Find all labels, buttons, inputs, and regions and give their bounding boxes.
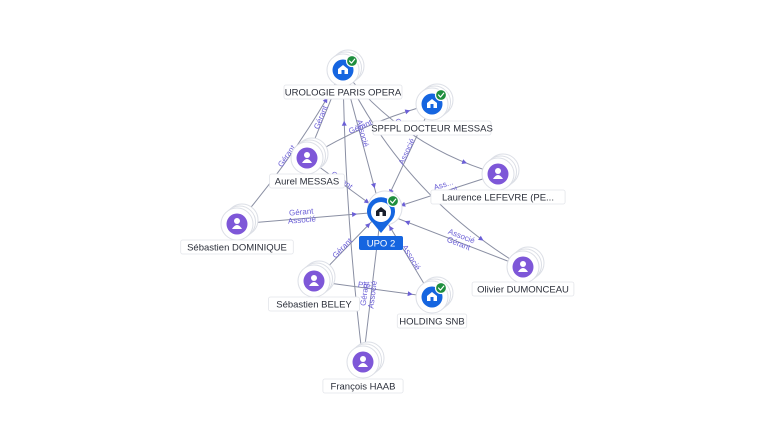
person-icon-head	[234, 218, 240, 224]
verified-check-icon	[386, 194, 400, 208]
node-label-background	[322, 378, 404, 394]
center-building-icon	[376, 207, 386, 216]
center-node-label: UPO 2	[367, 239, 396, 250]
edge-urologie-to-olivier	[342, 69, 524, 268]
node-label-background	[430, 189, 566, 205]
edge-label-associe-sebdom: Associé	[288, 214, 317, 225]
building-icon	[427, 292, 437, 301]
edge-arrow-sebbeley	[365, 222, 371, 229]
edge-arrow-sebdom	[351, 211, 358, 217]
verified-check-icon	[434, 281, 448, 295]
node-olivier-dumonceau[interactable]: Olivier DUMONCEAU	[471, 246, 575, 297]
person-icon-head	[304, 152, 310, 158]
node-label-background	[268, 296, 360, 312]
edge-label-associe-francois: Associé	[366, 280, 378, 309]
node-sebastien-dominique[interactable]: Sébastien DOMINIQUE	[180, 203, 294, 255]
edge-arrow-urologie	[461, 159, 468, 164]
edge-arrow-urologie	[371, 182, 376, 189]
nodes-layer: UROLOGIE PARIS OPERA SPFPL DOCTEUR MESSAS…	[180, 49, 575, 394]
person-icon-body	[358, 363, 368, 367]
person-icon-head	[520, 261, 526, 267]
edge-label-associe-holding: Associé	[400, 243, 422, 272]
center-label-background	[359, 236, 403, 250]
building-door	[341, 70, 345, 74]
edge-label-gerant-francois: Gérant	[359, 280, 371, 306]
node-label-background	[283, 84, 403, 100]
edge-arrow-aurel	[404, 109, 411, 115]
person-icon-head	[495, 168, 501, 174]
node-label-background	[269, 173, 345, 189]
verified-check-icon	[345, 54, 359, 68]
node-label: Aurel MESSAS	[275, 177, 339, 188]
edge-arrow-olivier	[404, 220, 411, 226]
edge-label-gerant-sebdom: Gérant	[289, 207, 315, 218]
person-icon-body	[309, 282, 319, 286]
building-icon	[338, 65, 348, 74]
node-label-background	[180, 239, 294, 255]
person-icon-body	[493, 175, 503, 179]
building-icon	[427, 99, 437, 108]
person-icon-body	[232, 225, 242, 229]
edge-arrow-francois	[341, 120, 347, 126]
edge-arrow-urologie	[478, 235, 484, 241]
node-sebastien-beley[interactable]: Sébastien BELEY	[268, 260, 360, 312]
building-door	[430, 297, 434, 301]
edge-label-pre-sebbeley: Pré...	[357, 280, 377, 291]
node-label: HOLDING SNB	[399, 317, 464, 328]
node-label: UROLOGIE PARIS OPERA	[285, 88, 402, 99]
person-icon-head	[311, 275, 317, 281]
node-label-background	[471, 281, 575, 297]
node-label: Sébastien BELEY	[276, 300, 352, 311]
person-icon-head	[360, 356, 366, 362]
node-label: Sébastien DOMINIQUE	[187, 243, 287, 254]
edge-arrow-sebbeley	[407, 291, 413, 297]
edge-label-associe-spfpl: Associé	[397, 136, 417, 166]
node-urologie-paris-opera[interactable]: UROLOGIE PARIS OPERA	[283, 49, 403, 100]
node-laurence-lefevre-pe[interactable]: Laurence LEFEVRE (PE...	[430, 153, 566, 205]
node-label: Olivier DUMONCEAU	[477, 285, 569, 296]
node-label-background	[372, 120, 492, 136]
edge-label-gerant-aurel: Gérant	[312, 104, 330, 131]
node-francois-haab[interactable]: François HAAB	[322, 341, 404, 394]
edge-arrow-aurel	[363, 198, 370, 204]
center-node-upo2[interactable]: UPO 2	[359, 190, 403, 250]
node-label-background	[396, 313, 468, 329]
node-spfpl-docteur-messas[interactable]: SPFPL DOCTEUR MESSAS	[371, 83, 493, 136]
verified-check-icon	[434, 88, 448, 102]
node-aurel-messas[interactable]: Aurel MESSAS	[269, 137, 345, 189]
node-label: Laurence LEFEVRE (PE...	[442, 193, 554, 204]
person-icon-body	[302, 159, 312, 163]
building-door	[430, 104, 434, 108]
person-icon-body	[518, 268, 528, 272]
edge-arrow-holding	[389, 225, 394, 232]
node-holding-snb[interactable]: HOLDING SNB	[396, 276, 468, 329]
node-label: François HAAB	[331, 382, 396, 393]
edge-francois-to-urologie	[342, 69, 364, 363]
node-label: SPFPL DOCTEUR MESSAS	[371, 124, 493, 135]
